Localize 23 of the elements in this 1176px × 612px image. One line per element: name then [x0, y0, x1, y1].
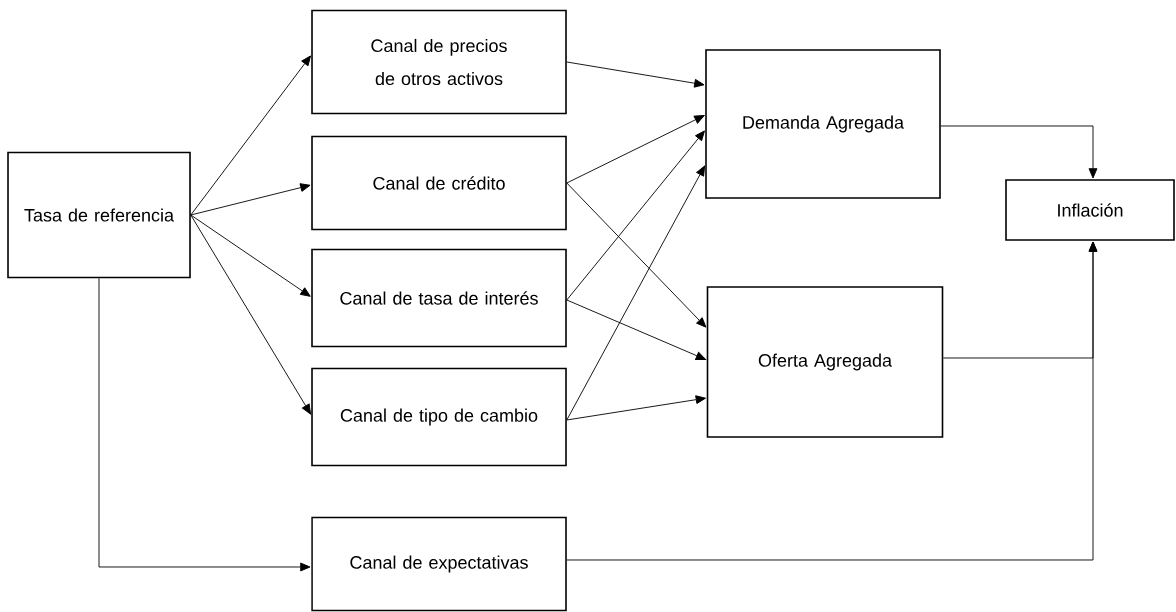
arrow: [190, 214, 311, 297]
arrow: [190, 55, 311, 216]
arrow: [566, 241, 1098, 561]
arrow: [566, 61, 705, 88]
arrow: [566, 182, 707, 328]
box: Canal de precios de otros activos: [311, 9, 567, 115]
arrow: [190, 214, 312, 415]
arrow: [566, 395, 706, 421]
arrow: [190, 183, 311, 216]
arrow: [940, 125, 1098, 179]
box: Canal de tasa de interés: [311, 248, 567, 348]
box: Canal de crédito: [311, 135, 567, 231]
box: Oferta Agregada: [706, 286, 944, 438]
box: Canal de expectativas: [311, 516, 567, 612]
arrow: [566, 115, 705, 184]
arrow: [566, 130, 705, 301]
arrow: [98, 277, 311, 572]
arrow: [566, 299, 707, 360]
box: Canal de tipo de cambio: [311, 367, 567, 467]
arrow: [566, 165, 706, 421]
box: Tasa de referencia: [7, 151, 191, 279]
box: Inflación: [1005, 179, 1175, 241]
box: Demanda Agregada: [705, 49, 941, 199]
